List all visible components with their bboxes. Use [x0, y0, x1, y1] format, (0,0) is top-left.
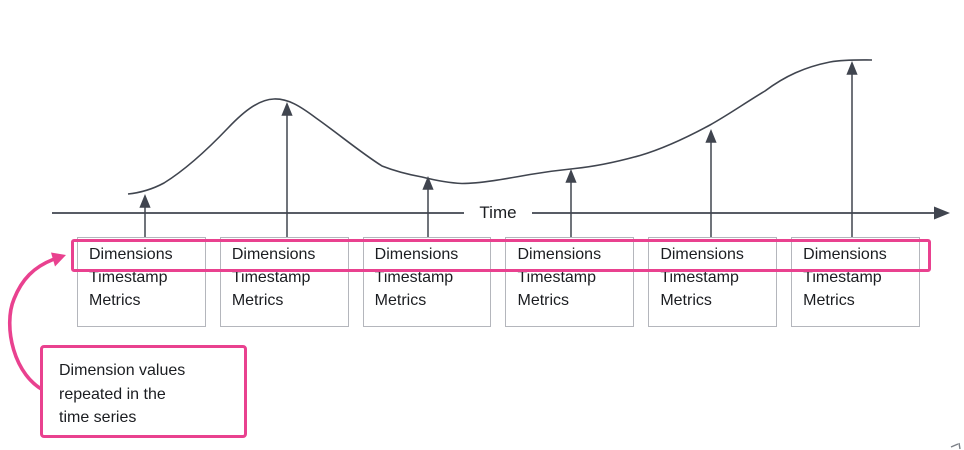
record-metrics: Metrics: [231, 292, 284, 309]
callout-arrow-shaft: [7, 257, 55, 394]
value-arrow-icon: [565, 169, 577, 183]
record-dimensions: Dimensions: [89, 246, 173, 263]
axis-arrowhead-icon: [934, 206, 950, 220]
record-metrics: Metrics: [374, 292, 427, 309]
value-arrow-icon: [705, 129, 717, 143]
record-box: Dimensions Timestamp Metrics: [648, 237, 778, 327]
record-dimensions: Dimensions: [660, 246, 744, 263]
record-timestamp: Timestamp: [517, 269, 597, 286]
record-timestamp: Timestamp: [231, 269, 311, 286]
value-arrow-icon: [846, 61, 858, 75]
record-timestamp: Timestamp: [803, 269, 882, 286]
record-box: Dimensions Timestamp Metrics: [791, 237, 920, 327]
record-dimensions: Dimensions: [231, 246, 316, 263]
record-dimensions: Dimensions: [517, 246, 602, 263]
record-dimensions: Dimensions: [803, 246, 887, 263]
record-box: Dimensions Timestamp Metrics: [219, 237, 349, 327]
record-metrics: Metrics: [660, 292, 712, 309]
value-arrow-icon: [281, 102, 293, 116]
value-arrow-icon: [139, 194, 151, 208]
record-dimensions: Dimensions: [374, 246, 459, 263]
record-box: Dimensions Timestamp Metrics: [77, 237, 206, 327]
axis-label: Time: [479, 203, 516, 222]
callout-text: Dimension values repeated in the time se…: [59, 362, 186, 426]
callout-arrow-icon: [7, 252, 66, 394]
record-timestamp: Timestamp: [660, 269, 739, 286]
record-metrics: Metrics: [517, 292, 570, 309]
record-box: Dimensions Timestamp Metrics: [505, 237, 635, 327]
record-metrics: Metrics: [89, 292, 141, 309]
callout-box: Dimension values repeated in the time se…: [40, 345, 247, 438]
value-arrows: [139, 61, 858, 237]
value-arrow-icon: [422, 176, 434, 190]
record-box: Dimensions Timestamp Metrics: [362, 237, 492, 327]
timeseries-curve: [127, 59, 873, 195]
record-metrics: Metrics: [803, 292, 855, 309]
records-row: Dimensions Timestamp Metrics Dimensions …: [77, 237, 920, 327]
record-timestamp: Timestamp: [374, 269, 454, 286]
dimensions-highlight: [71, 239, 931, 272]
record-timestamp: Timestamp: [89, 269, 168, 286]
callout-arrowhead: [51, 252, 66, 267]
artifact-mark: [950, 442, 961, 450]
